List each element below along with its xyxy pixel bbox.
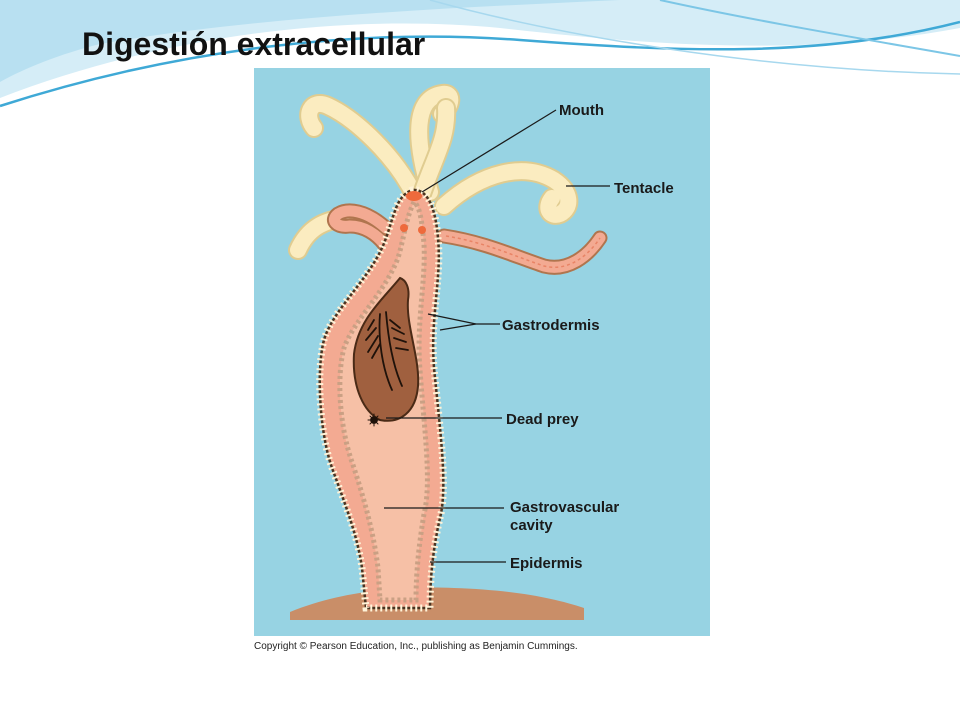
leader-line-gastrodermis-a xyxy=(427,313,477,325)
tentacle-shape xyxy=(436,163,577,223)
mouth-label: Mouth xyxy=(559,102,604,119)
header-swoosh-mid xyxy=(0,0,620,82)
gastrodermis-label: Gastrodermis xyxy=(502,317,600,334)
header-swoosh-line-3 xyxy=(429,0,960,75)
prey-appendages xyxy=(365,311,409,427)
prey-leg xyxy=(389,319,409,351)
gastrovascular-label-line2: cavity xyxy=(510,517,553,534)
tentacle-shape xyxy=(301,96,423,204)
hydra-diagram-svg: Mouth Tentacle Gastrodermis Dead prey Ga… xyxy=(254,68,710,636)
tentacle-shape xyxy=(414,100,455,202)
epidermis-label: Epidermis xyxy=(510,555,583,572)
leader-lines xyxy=(384,109,610,563)
epidermis-layer xyxy=(316,186,447,612)
slide-title: Digestión extracellular xyxy=(82,26,426,62)
prey-leg xyxy=(378,313,393,391)
right-tentacle-arm-core xyxy=(445,235,601,268)
tentacles xyxy=(288,83,579,260)
gastrovascular-label-line1: Gastrovascular xyxy=(510,499,619,516)
leader-line-gastrodermis-b xyxy=(439,323,477,331)
hydra-diagram: Mouth Tentacle Gastrodermis Dead prey Ga… xyxy=(254,68,710,636)
dead-prey-label: Dead prey xyxy=(506,411,579,428)
substrate xyxy=(290,587,584,620)
header-swoosh-line-2 xyxy=(659,0,960,57)
left-tentacle-arm-inner xyxy=(329,205,392,250)
copyright-notice: Copyright © Pearson Education, Inc., pub… xyxy=(254,641,578,652)
leader-line-mouth xyxy=(421,109,557,193)
mouth-spot xyxy=(418,226,426,234)
prey-leg xyxy=(365,319,381,359)
tentacle-label: Tentacle xyxy=(614,180,674,197)
mouth-spot xyxy=(406,191,422,201)
header-swoosh-line xyxy=(0,20,960,108)
prey-leg xyxy=(385,311,403,387)
prey-dot-rays xyxy=(367,413,381,427)
mouth-spot xyxy=(400,224,408,232)
